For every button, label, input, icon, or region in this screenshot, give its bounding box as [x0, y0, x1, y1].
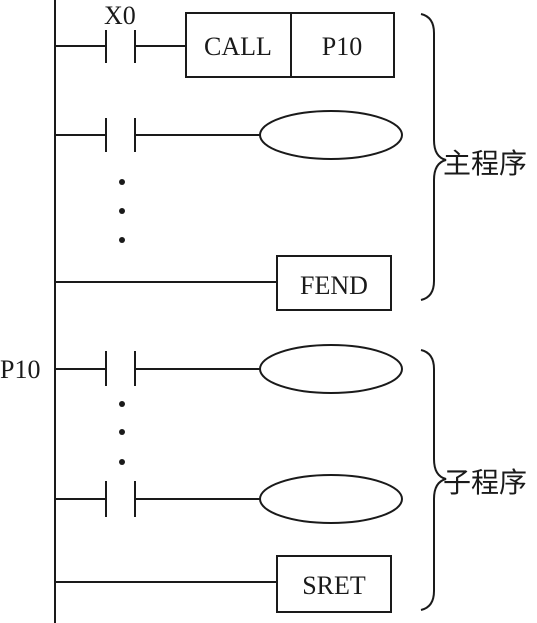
rung-sret: SRET [55, 555, 392, 613]
fend-label: FEND [300, 271, 368, 300]
call-instruction-box [185, 12, 395, 78]
rung-sub-coil-1 [55, 344, 403, 394]
contact [105, 118, 136, 152]
output-coil [259, 344, 403, 394]
contact [105, 351, 136, 386]
contact [105, 481, 136, 517]
fend-box [276, 255, 392, 311]
contact-x0-label: X0 [104, 1, 136, 30]
ellipsis-dots [119, 179, 125, 243]
pointer-p10-label: P10 [0, 355, 40, 384]
subroutine-brace [420, 349, 447, 611]
rung-sub-coil-2 [55, 474, 403, 524]
call-target-label: P10 [322, 32, 362, 61]
subroutine-label: 子程序 [443, 466, 527, 499]
contact-x0 [105, 30, 136, 63]
main-program-brace [420, 13, 447, 301]
sret-box [276, 555, 392, 613]
output-coil [259, 110, 403, 160]
rung-fend: FEND [55, 255, 392, 311]
rung-main-coil [55, 110, 403, 160]
sret-label: SRET [302, 571, 366, 600]
output-coil [259, 474, 403, 524]
main-program-label: 主程序 [443, 147, 527, 180]
rung-call: X0 CALL P10 [55, 1, 395, 78]
ellipsis-dots [119, 401, 125, 465]
call-instruction-label: CALL [204, 32, 272, 61]
